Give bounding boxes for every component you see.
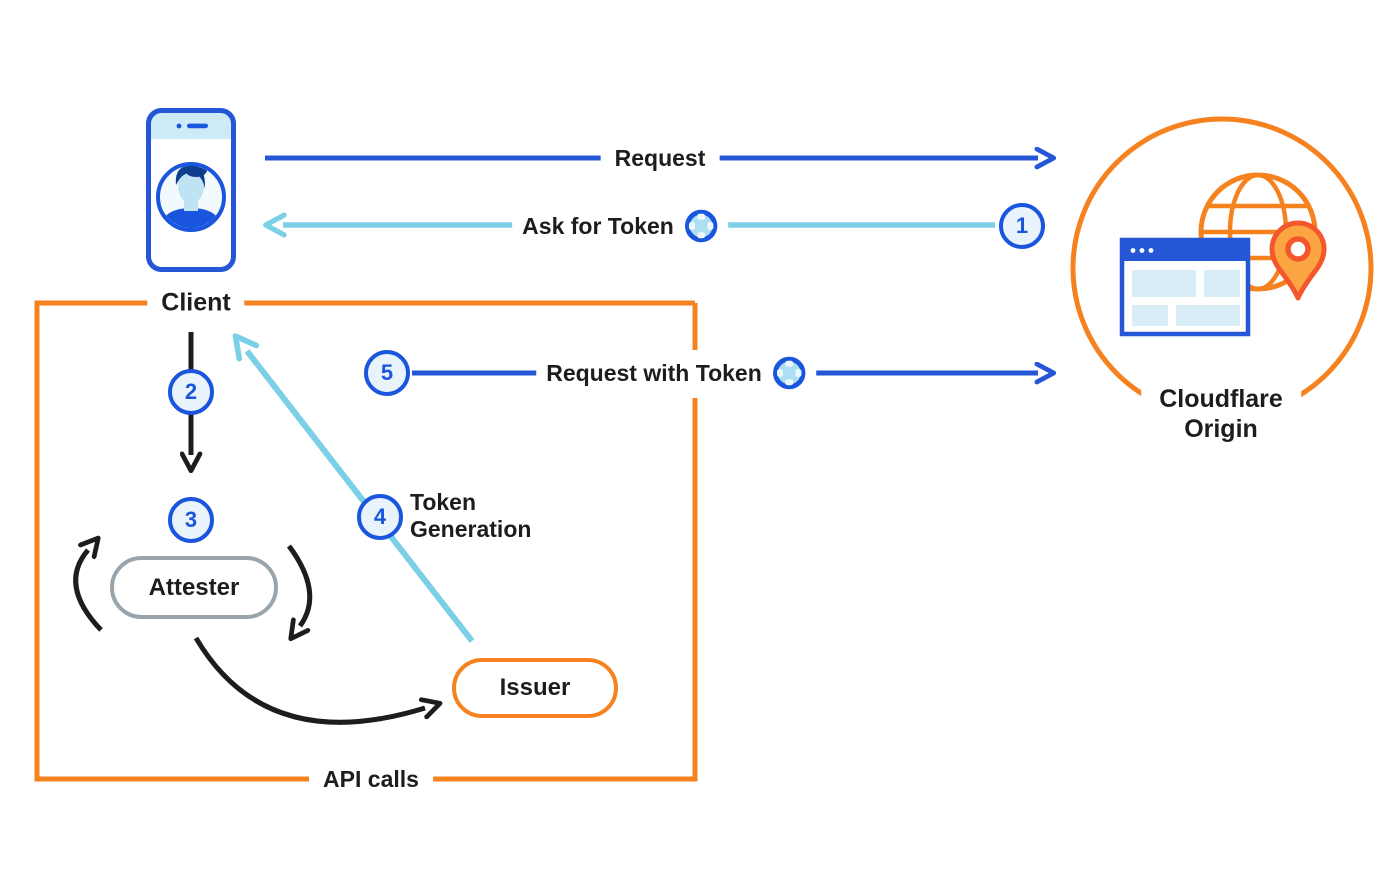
step-badge-3: 3 xyxy=(168,497,214,543)
token-generation-line2: Generation xyxy=(410,516,532,542)
globe-browser-location-pin-icon xyxy=(1119,172,1327,337)
step-badge-1: 1 xyxy=(999,203,1045,249)
origin-label-line1: Cloudflare xyxy=(1159,385,1283,413)
attester-to-issuer-arrow xyxy=(193,636,425,725)
client-label: Client xyxy=(147,286,245,320)
origin-label-line2: Origin xyxy=(1184,415,1258,443)
user-avatar xyxy=(156,162,226,232)
request-with-token-text: Request with Token xyxy=(546,359,762,386)
phone-speaker xyxy=(187,123,208,129)
origin-icon xyxy=(1108,158,1338,343)
step-badge-4: 4 xyxy=(357,494,403,540)
step-badge-5: 5 xyxy=(364,350,410,396)
api-calls-label: API calls xyxy=(309,763,433,795)
avatar-face xyxy=(178,169,204,205)
phone-frame xyxy=(146,108,236,272)
smartphone-user-icon xyxy=(146,108,236,272)
phone-camera-dot xyxy=(176,123,182,129)
cloudflare-origin-label: Cloudflare Origin xyxy=(1141,376,1301,452)
browser-window-icon xyxy=(1119,237,1251,337)
client-device xyxy=(146,108,236,277)
attester-node: Attester xyxy=(110,556,278,619)
attester-loop-left-arc xyxy=(73,550,103,632)
attester-label: Attester xyxy=(148,573,240,601)
step-badge-2: 2 xyxy=(168,369,214,415)
issuer-node: Issuer xyxy=(452,658,618,718)
token-generation-line1: Token xyxy=(410,489,477,515)
token-generation-arrow xyxy=(247,351,475,643)
location-pin-icon xyxy=(1269,220,1327,301)
issuer-label: Issuer xyxy=(499,674,571,701)
token-icon xyxy=(772,356,805,390)
ask-for-token-label: Ask for Token xyxy=(512,207,728,245)
request-with-token-label: Request with Token xyxy=(536,354,816,392)
token-generation-label: Token Generation xyxy=(410,489,531,543)
request-label: Request xyxy=(600,142,720,174)
phone-statusbar-fill xyxy=(151,128,231,139)
token-icon xyxy=(684,209,718,243)
ask-for-token-text: Ask for Token xyxy=(522,212,674,239)
attester-loop-right-arc xyxy=(286,544,313,626)
api-boundary-box xyxy=(34,300,698,782)
